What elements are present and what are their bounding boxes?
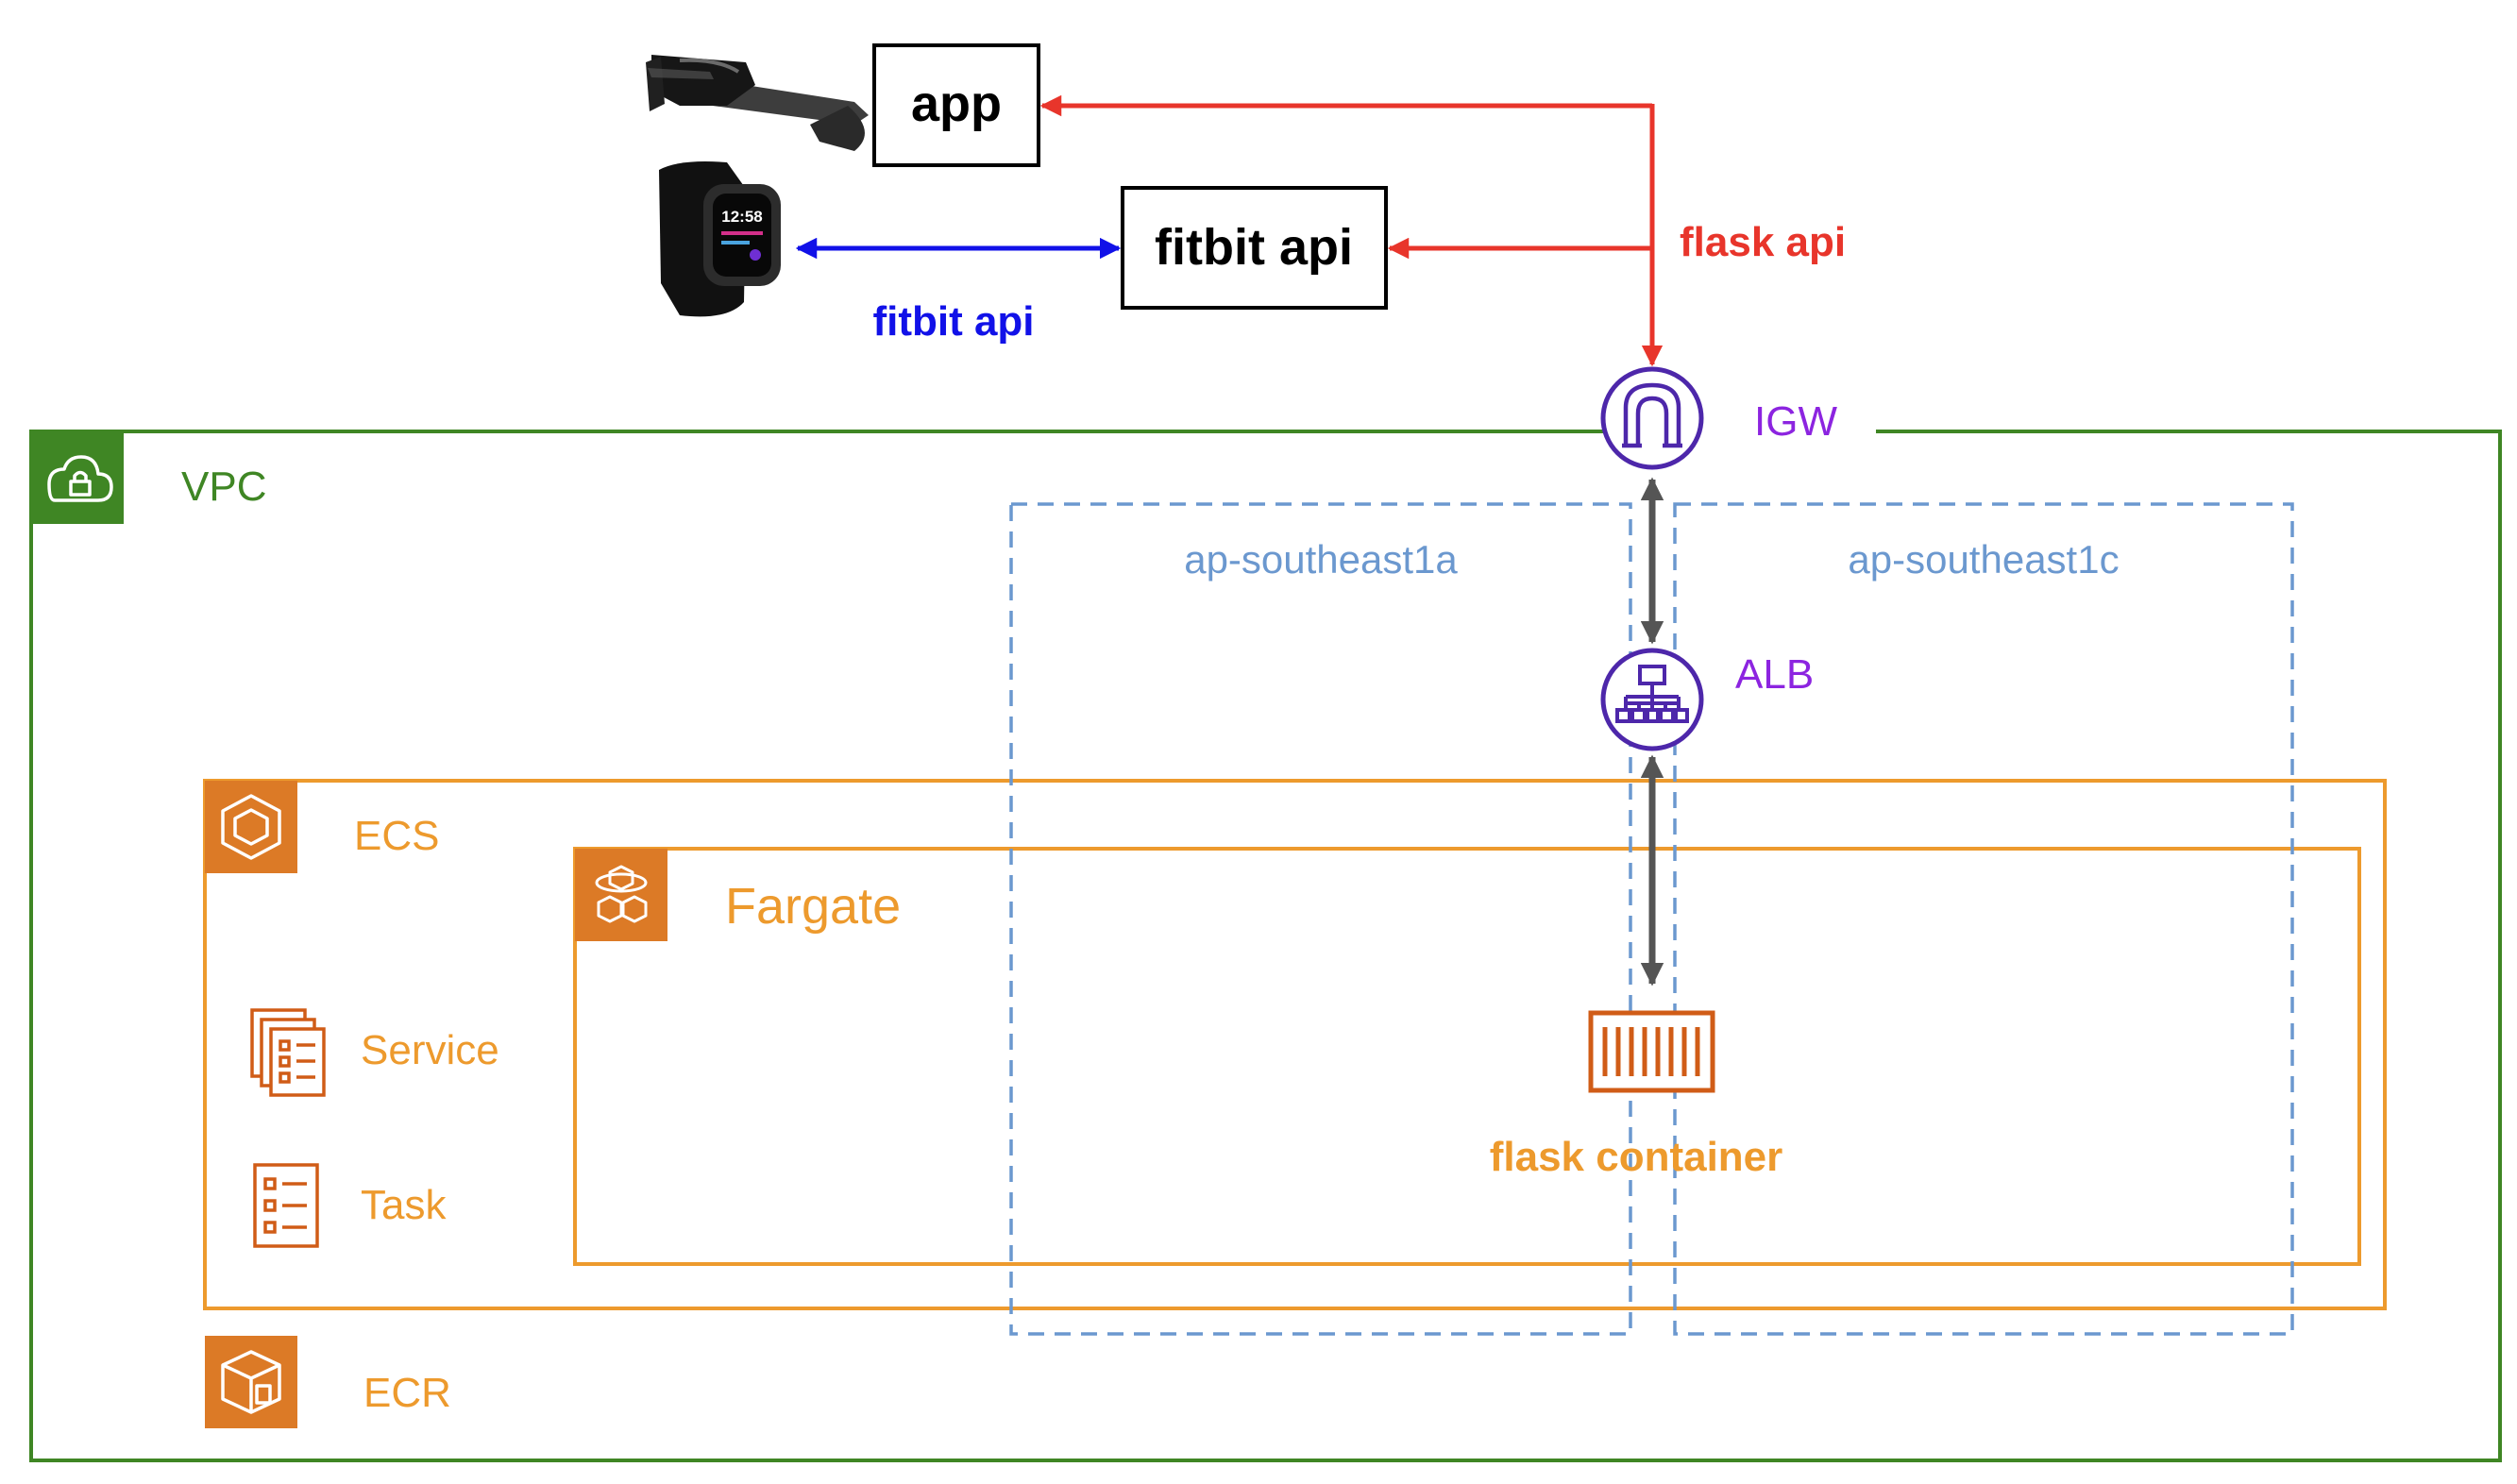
ecr-group: ECR — [205, 1336, 451, 1428]
igw-node: IGW — [1600, 366, 1837, 470]
task-icon — [253, 1163, 319, 1248]
fitbit-api-box-label: fitbit api — [1155, 219, 1353, 276]
fargate-icon-bg — [575, 849, 667, 941]
fitbit-api-link-label: fitbit api — [872, 298, 1034, 345]
vpc-label: VPC — [181, 464, 266, 510]
ecs-label: ECS — [354, 813, 439, 859]
alb-network-icon — [1615, 665, 1689, 723]
igw-gateway-icon — [1622, 382, 1682, 448]
zone-c: ap-southeast1c — [1673, 502, 2294, 1336]
svg-text:12:58: 12:58 — [721, 208, 762, 226]
alb-node: ALB — [1600, 648, 1814, 751]
ecs-hexagon-icon — [221, 794, 281, 860]
ecr-label: ECR — [363, 1370, 451, 1416]
ecs-group: ECS Service Task — [203, 779, 2387, 1310]
app-box — [872, 43, 1040, 167]
zone-a: ap-southeast1a — [1009, 502, 1632, 1336]
zone-c-label: ap-southeast1c — [1848, 537, 2119, 582]
ecs-border — [203, 779, 2387, 1310]
vpc-border — [29, 430, 2502, 1462]
service-icon — [250, 1008, 326, 1097]
vpc-group: VPC — [29, 430, 2502, 1462]
zone-c-border — [1673, 502, 2294, 1336]
flask-container-node: flask container — [1490, 1010, 1783, 1180]
fitbit-api-box — [1121, 186, 1388, 310]
service-label: Service — [361, 1027, 499, 1073]
igw-label: IGW — [1754, 398, 1837, 445]
app-label: app — [911, 76, 1002, 132]
container-icon — [1588, 1010, 1715, 1093]
fargate-label: Fargate — [725, 878, 901, 935]
fargate-cubes-icon — [595, 865, 648, 923]
task-label: Task — [361, 1182, 447, 1228]
zone-a-label: ap-southeast1a — [1184, 537, 1458, 582]
arrow-flask-api — [1039, 94, 1664, 367]
smartwatch-image: 12:58 — [659, 161, 781, 317]
flask-container-label: flask container — [1490, 1134, 1783, 1180]
fargate-group: Fargate — [573, 847, 2361, 1266]
fargate-border — [573, 847, 2361, 1266]
ecr-box-icon — [221, 1350, 281, 1414]
zone-a-border — [1009, 502, 1632, 1336]
vpc-cloud-lock-icon — [47, 455, 113, 502]
flask-api-link-label: flask api — [1680, 219, 1846, 265]
smart-glasses-image — [646, 55, 869, 151]
alb-label: ALB — [1735, 651, 1814, 698]
